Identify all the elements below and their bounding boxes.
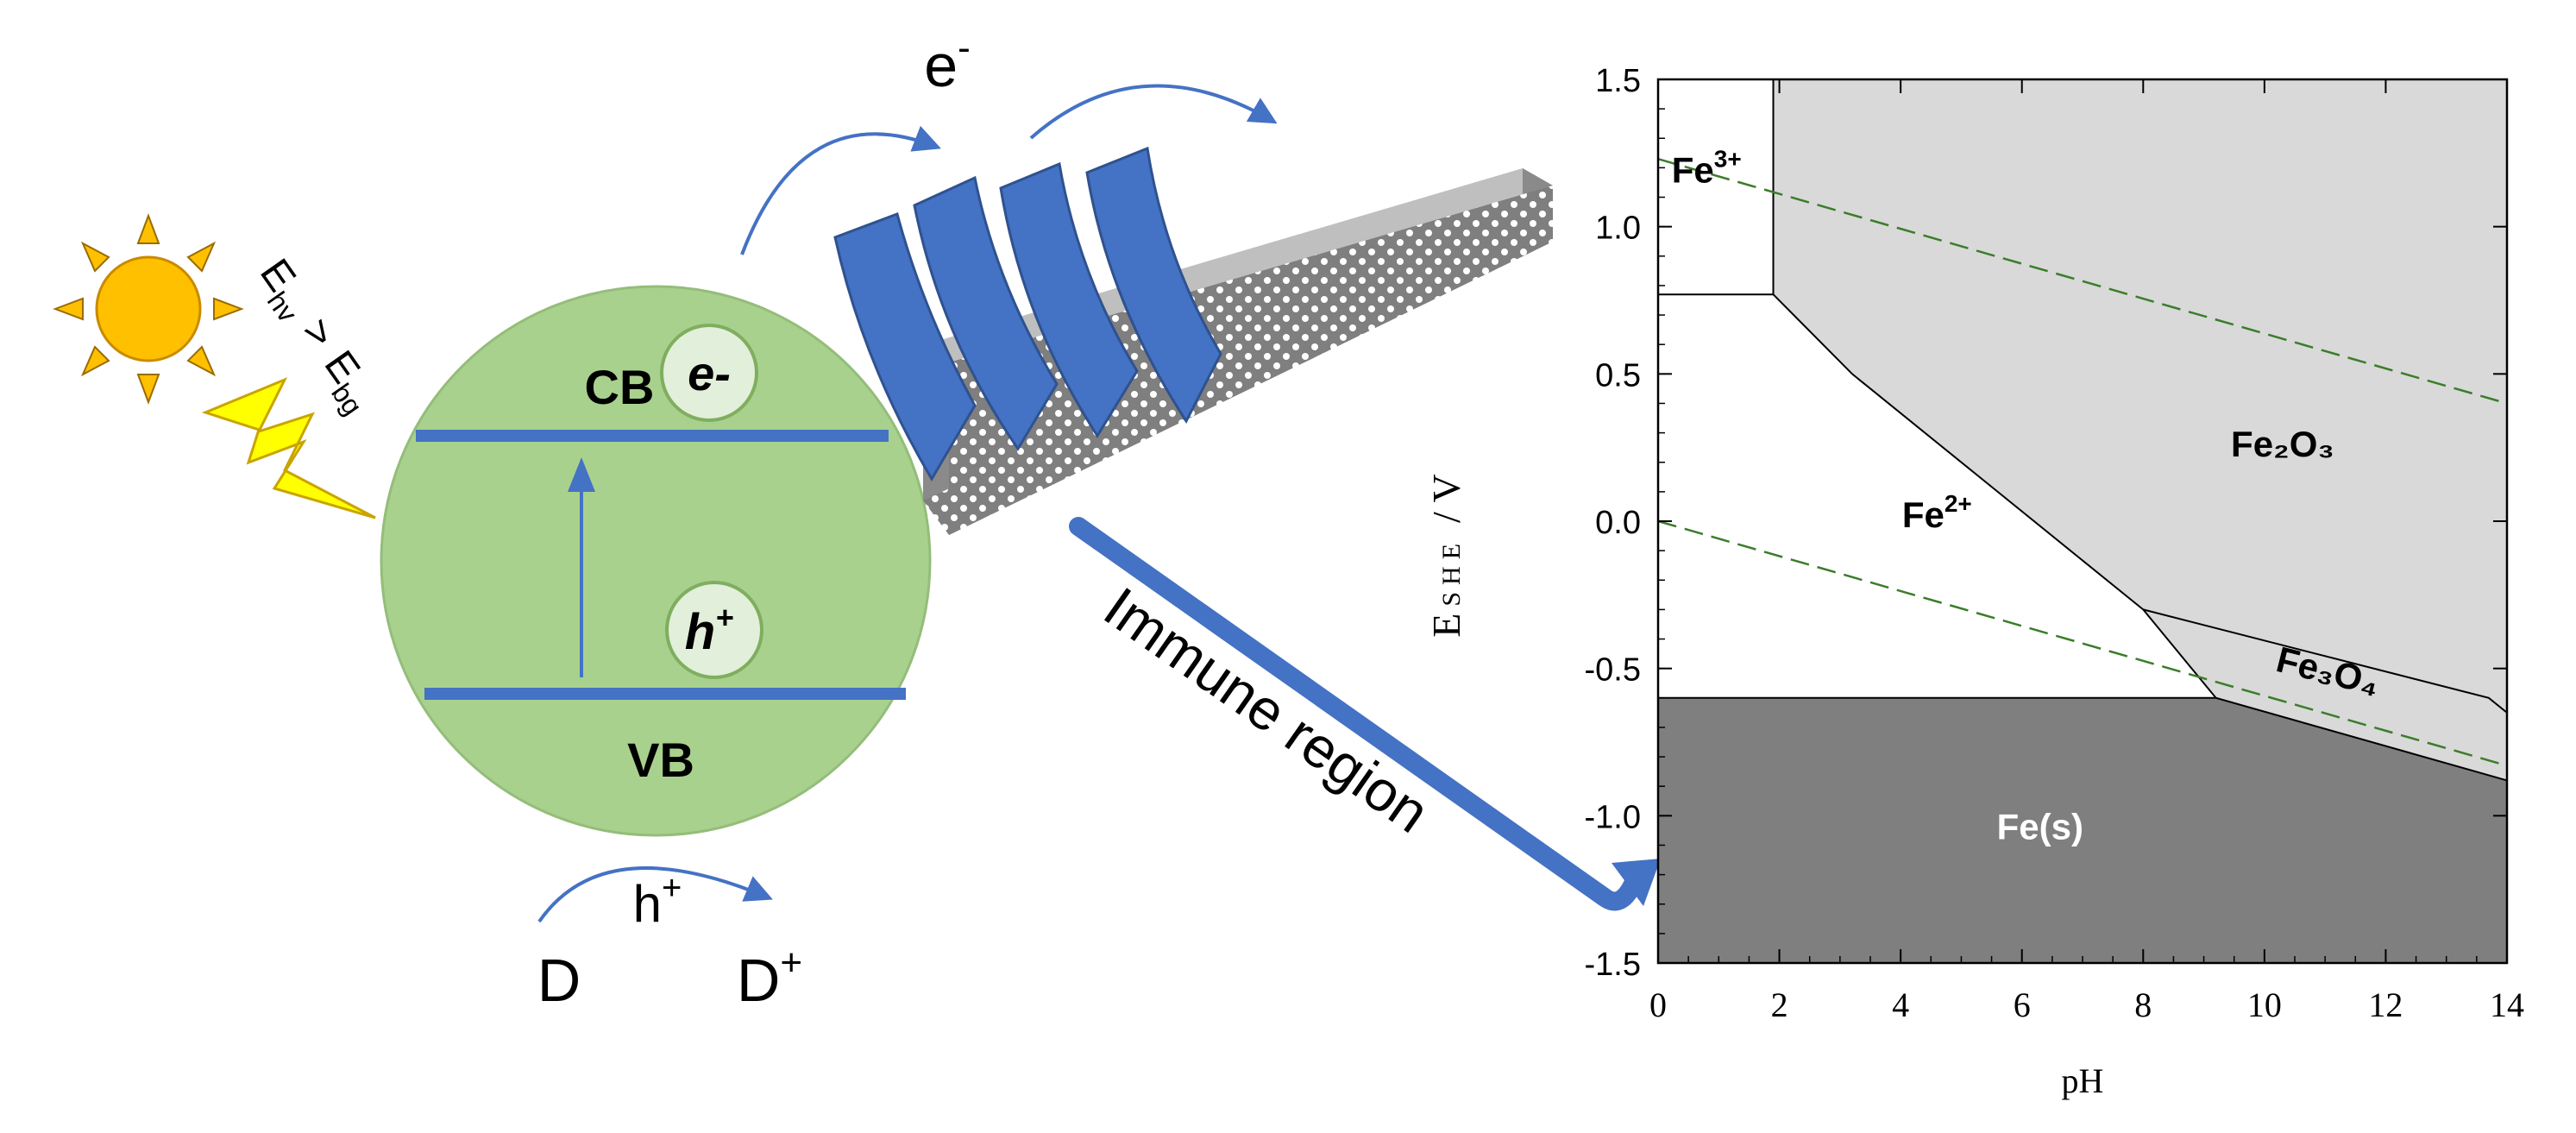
y-tick-label: -0.5: [1585, 652, 1641, 689]
y-axis-label: E SHE / V: [1424, 474, 1468, 637]
y-tick-label: -1.5: [1585, 947, 1641, 983]
electron-top-group: e-: [924, 27, 971, 99]
hole-bottom-label: h: [633, 875, 662, 933]
axis-ticks: [1657, 79, 2508, 964]
hole-circle: [665, 581, 763, 679]
x-tick-label: 10: [2247, 985, 2282, 1024]
hole-label: h: [685, 604, 715, 660]
y-tick-label: 0.5: [1595, 357, 1641, 393]
region-fe2o3: [1773, 79, 2507, 713]
boundary-fe-solid: [1658, 696, 2508, 782]
lightning-icon: [201, 377, 376, 519]
region-label-main: Fe(s): [1997, 807, 2083, 847]
boundary-fe2-fe3o4: [2142, 608, 2217, 699]
x-tick-label: 6: [2014, 985, 2031, 1024]
immune-region-arrowhead: [1612, 859, 1661, 906]
region-label-main: Fe: [1902, 494, 1945, 535]
electron-label: e-: [688, 346, 731, 400]
donor-label: D: [537, 947, 581, 1014]
x-tick-label: 8: [2134, 985, 2152, 1024]
region-label-sup: 3+: [1714, 145, 1742, 172]
region-fe3o4: [2143, 609, 2507, 781]
electron-top-sup: -: [958, 27, 971, 69]
y-tick-label: -1.0: [1585, 799, 1641, 835]
x-tick-label: 4: [1892, 985, 1909, 1024]
donor-oxidized-group: D+: [737, 941, 802, 1014]
electron-arrow-right: [1029, 84, 1278, 140]
electron-arrow-left: [740, 125, 941, 255]
boundary-fe2-fe2o3: [1772, 293, 2144, 611]
y-axis-label-unit: / V: [1424, 474, 1468, 523]
region-label: Fe(s): [1997, 807, 2083, 847]
hole-transfer-arrow: [537, 866, 773, 923]
electron-top-label: e: [924, 32, 958, 99]
x-tick-label: 14: [2490, 985, 2524, 1024]
water-reduction-line: [1657, 519, 2508, 767]
electron-spiral-icon: [833, 146, 1222, 482]
region-fe-solid: [1658, 697, 2507, 963]
x-axis-label: pH: [2062, 1061, 2104, 1100]
region-label: Fe2+: [1902, 490, 1972, 535]
hole-sup: +: [715, 600, 733, 635]
y-axis-label-main: E: [1424, 614, 1468, 638]
hole-bottom-sup: +: [662, 869, 682, 907]
y-tick-label: 0.0: [1595, 505, 1641, 541]
electron-circle: [660, 324, 758, 422]
x-tick-label: 12: [2368, 985, 2403, 1024]
hole-label-group: h+: [685, 600, 733, 660]
region-label-main: Fe: [1672, 149, 1714, 190]
y-tick-label: 1.5: [1595, 63, 1641, 99]
y-axis-label-sub: SHE: [1437, 537, 1466, 607]
axis-tick-labels: 0 2 4 6 8 10 12 14 1.5 1.0 0.5 0.0 -0.5 -1.0 -1.5: [1585, 63, 2524, 1024]
hole-bottom-group: h+: [633, 869, 682, 933]
x-tick-label: 0: [1649, 985, 1667, 1024]
y-tick-label: 1.0: [1595, 211, 1641, 247]
region-label-main: Fe₂O₃: [2231, 424, 2334, 464]
water-oxidation-line: [1657, 157, 2508, 405]
region-label: Fe3+: [1672, 145, 1742, 190]
donor-oxidized-sup: +: [780, 941, 802, 984]
boundary-fe2o3-fe3o4: [2143, 608, 2508, 714]
vb-label: VB: [627, 733, 694, 787]
cb-label: CB: [585, 360, 655, 414]
region-label-sup: 2+: [1945, 490, 1972, 517]
photocatalyst-diagram: Ehv>Ebg e- CB h+ VB h+ D D+: [53, 27, 1661, 1014]
sun-icon: [53, 213, 244, 405]
donor-oxidized-label: D: [737, 947, 781, 1014]
compare-sign: >: [292, 311, 343, 356]
x-tick-label: 2: [1771, 985, 1788, 1024]
excitation-arrowhead: [568, 457, 595, 492]
immune-region-arrow: [1069, 517, 1644, 911]
region-label: Fe₂O₃: [2231, 424, 2334, 464]
immune-region-label: Immune region: [1093, 575, 1441, 845]
